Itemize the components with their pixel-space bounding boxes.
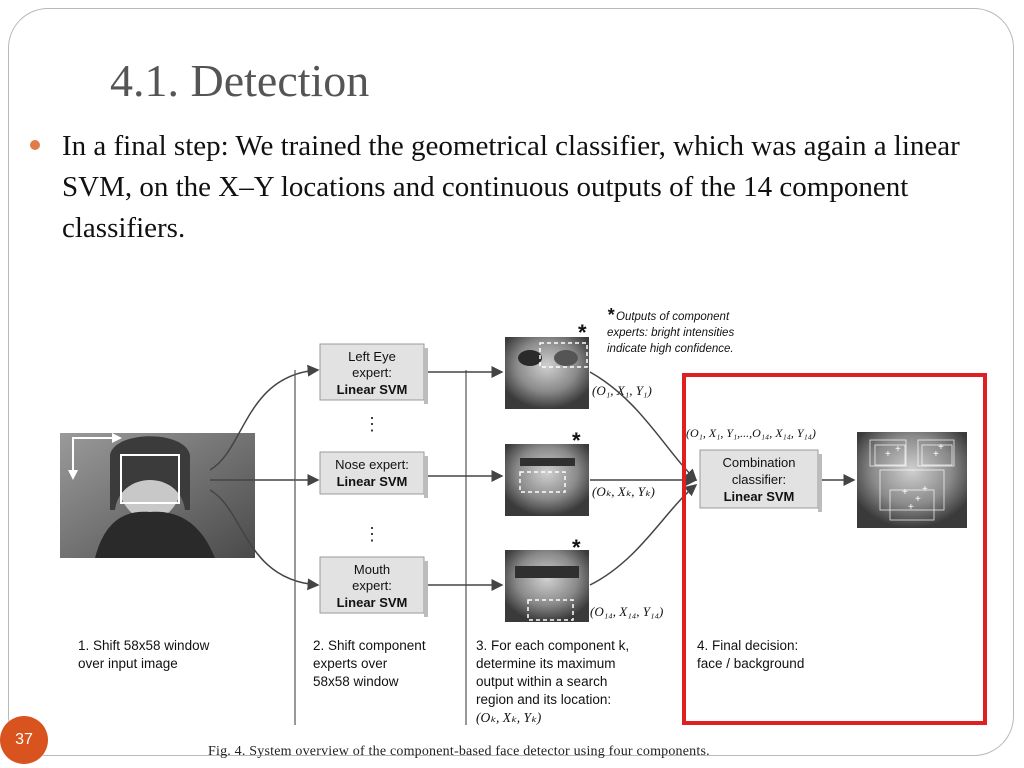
svg-text:+: + — [938, 442, 944, 453]
slide-title: 4.1. Detection — [110, 55, 370, 106]
svg-text:Left Eye: Left Eye — [348, 349, 396, 364]
star-marker: * — [578, 320, 587, 345]
note-text: * Outputs of component experts: bright i… — [607, 305, 734, 355]
combination-classifier-box: Combination classifier: Linear SVM — [699, 449, 822, 512]
ellipsis-dots: ⋮ — [363, 414, 381, 434]
step-4-text: 4. Final decision: face / background — [697, 638, 804, 671]
svg-text:Nose expert:: Nose expert: — [335, 457, 409, 472]
star-marker: * — [572, 535, 581, 560]
svg-text:experts over: experts over — [313, 656, 388, 671]
svg-text:Combination: Combination — [723, 455, 796, 470]
step-1-text: 1. Shift 58x58 window over input image — [78, 638, 210, 671]
svg-text:determine its maximum: determine its maximum — [476, 656, 616, 671]
figure-caption: Fig. 4. System overview of the component… — [208, 744, 710, 759]
input-image — [60, 433, 255, 558]
svg-text:2. Shift component: 2. Shift component — [313, 638, 426, 653]
final-decision-highlight — [682, 373, 987, 725]
svg-text:Linear SVM: Linear SVM — [724, 489, 795, 504]
nose-output-image — [505, 444, 589, 516]
svg-text:classifier:: classifier: — [732, 472, 786, 487]
svg-text:+: + — [915, 494, 921, 505]
output-tuple-14: (O₁₄, X₁₄, Y₁₄) — [590, 604, 663, 619]
output-tuple-1: (O₁, X₁, Y₁) — [592, 383, 652, 398]
svg-text:face / background: face / background — [697, 656, 804, 671]
svg-text:over input image: over input image — [78, 656, 178, 671]
svg-text:58x58 window: 58x58 window — [313, 674, 399, 689]
svg-text:3. For each component k,: 3. For each component k, — [476, 638, 629, 653]
svg-text:*: * — [607, 305, 615, 325]
mouth-expert-box: Mouth expert: Linear SVM — [319, 556, 428, 617]
expert-to-output-arrows — [428, 366, 504, 591]
page-number-badge: 37 — [0, 716, 48, 764]
svg-text:region and its location:: region and its location: — [476, 692, 611, 707]
ellipsis-dots: ⋮ — [363, 524, 381, 544]
step-2-text: 2. Shift component experts over 58x58 wi… — [313, 638, 426, 689]
svg-text:expert:: expert: — [352, 578, 392, 593]
mouth-output-image — [505, 550, 589, 622]
svg-text:+: + — [908, 502, 914, 513]
nose-expert-box: Nose expert: Linear SVM — [319, 451, 428, 498]
left-eye-output-image — [505, 337, 589, 409]
svg-text:(Oₖ, Xₖ, Yₖ): (Oₖ, Xₖ, Yₖ) — [476, 710, 542, 725]
svg-text:expert:: expert: — [352, 365, 392, 380]
svg-text:Linear SVM: Linear SVM — [337, 595, 408, 610]
final-face-image: ++ ++ ++ ++ — [857, 432, 967, 528]
svg-text:Linear SVM: Linear SVM — [337, 474, 408, 489]
left-eye-expert-box: Left Eye expert: Linear SVM — [319, 343, 428, 404]
svg-text:1. Shift 58x58 window: 1. Shift 58x58 window — [78, 638, 210, 653]
svg-text:+: + — [902, 487, 908, 498]
svg-text:+: + — [922, 484, 928, 495]
svg-text:+: + — [895, 444, 901, 455]
svg-text:+: + — [933, 449, 939, 460]
output-to-combination-arrows — [589, 371, 698, 586]
svg-text:indicate high confidence.: indicate high confidence. — [607, 343, 734, 355]
svg-text:+: + — [885, 449, 891, 460]
bullet-text: In a final step: We trained the geometri… — [62, 130, 960, 244]
bullet-point-icon — [30, 140, 40, 150]
svg-text:output within a search: output within a search — [476, 674, 607, 689]
star-marker: * — [572, 428, 581, 453]
svg-text:Outputs of component: Outputs of component — [616, 311, 730, 323]
svg-text:Linear SVM: Linear SVM — [337, 382, 408, 397]
output-tuple-k: (Oₖ, Xₖ, Yₖ) — [592, 484, 655, 499]
slide-frame — [8, 8, 1014, 756]
svg-text:experts: bright intensities: experts: bright intensities — [607, 327, 734, 339]
step-3-text: 3. For each component k, determine its m… — [476, 638, 629, 725]
svg-text:Mouth: Mouth — [354, 562, 390, 577]
combined-output-tuple: (O₁, X₁, Y₁,...,O₁₄, X₁₄, Y₁₄) — [686, 426, 816, 440]
svg-text:4. Final decision:: 4. Final decision: — [697, 638, 798, 653]
